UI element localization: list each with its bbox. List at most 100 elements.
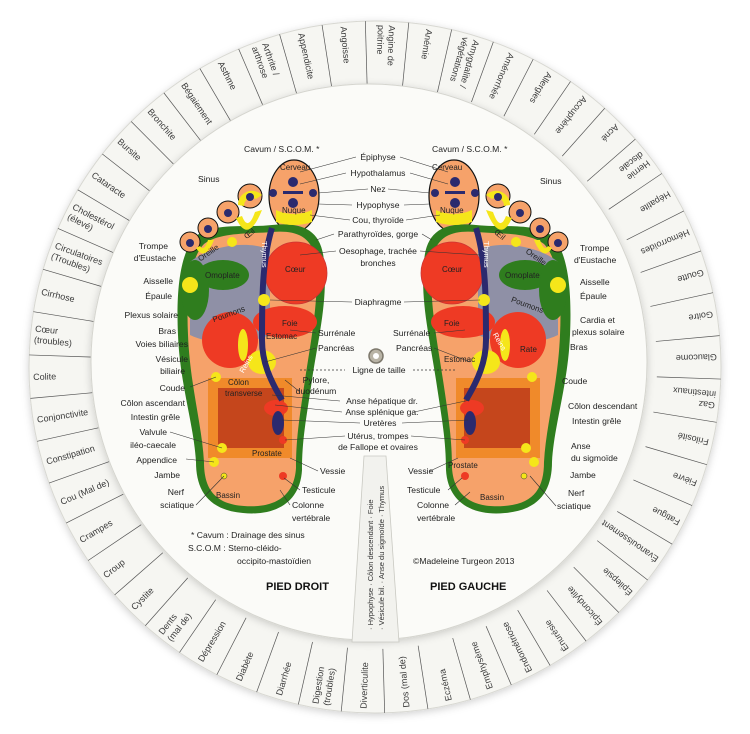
ring-divider [382,648,386,713]
ring-divider [640,250,702,273]
label-plexus: Plexus solaire [125,310,179,320]
zone-foie: Foie [444,319,460,328]
ring-divider [617,511,673,545]
label-vessie: Vessie [320,466,346,476]
ring-condition-label: Colite [33,371,56,382]
ring-divider [633,479,693,506]
zone-bassin: Bassin [480,493,504,502]
ring-divider [145,577,189,626]
ring-segment[interactable]: Goitre [688,309,714,323]
label-colon-ascendant: Côlon ascendant [121,398,186,408]
ring-segment[interactable]: Diverticulite [359,662,371,709]
ring-divider [503,59,534,117]
ring-divider [48,461,110,484]
label-plexus: plexus solaire [572,327,625,337]
label-cavum: Cavum / S.C.O.M. * [432,144,508,154]
ring-condition-label: Angoisse [339,26,352,64]
label-surrenale: Surrénale [318,328,355,338]
zone-colon: Côlon [228,378,249,387]
ring-divider [130,121,177,168]
ring-condition-label: Diverticulite [359,662,371,709]
zone-thymus: Thymus [260,241,269,268]
label-hypophyse: Hypophyse [357,200,400,210]
label-bras: Bras [158,326,176,336]
label-testicule: Testicule [407,485,441,495]
ring-divider [626,210,684,241]
zone-nuque: Nuque [282,206,306,215]
ring-divider [298,641,313,705]
label-ligne-de-taille: Ligne de taille [352,365,405,375]
ring-segment[interactable]: Glaucome [676,352,717,363]
ring-segment[interactable]: Dos (mal de) [397,656,412,708]
ring-segment[interactable]: Cœur(troubles) [34,324,74,349]
zone-nuque: Nuque [440,206,464,215]
label-voies-biliaires: Voies biliaires [135,339,188,349]
ring-condition-label: (troubles) [34,335,73,349]
label-vertebrale: vertébrale [417,513,455,523]
ring-divider [650,292,714,307]
ring-condition-label: intestinaux [672,385,716,399]
ring-divider [471,41,494,103]
zone-foie: Foie [282,319,298,328]
zone-omoplate: Omoplate [505,271,540,280]
ring-segment[interactable]: Angoisse [339,26,352,64]
label-vessie: Vessie [408,466,434,476]
ring-divider [645,446,708,466]
left-foot-title: PIED GAUCHE [430,581,506,593]
ring-divider [114,552,164,596]
label-ileo: iléo-caecale [130,440,176,450]
ring-condition-label: Gaz [697,399,715,411]
ring-segment[interactable]: Anémie [419,29,434,61]
label-hypothalamus: Hypothalamus [351,168,406,178]
ring-condition-label: Glaucome [676,352,717,363]
right-foot-labels: Cavum / S.C.O.M. * Sinus Trompe d'Eustac… [121,144,356,523]
label-coude: Coude [160,383,186,393]
ring-divider [102,153,153,194]
label-colon-descendant: Côlon descendant [568,401,638,411]
label-epiphyse: Épiphyse [360,152,396,162]
ring-divider [573,566,620,613]
ring-divider [256,631,279,693]
label-colonne: Colonne [417,500,449,510]
label-nez: Nez [370,184,385,194]
left-foot-labels: Cavum / S.C.O.M. * Sinus Trompe d'Eustac… [393,144,638,523]
rivet-hole [373,353,379,359]
label-vertebrale: vertébrale [292,513,330,523]
footnote-scom: S.C.O.M : Sterno-cléido- [188,543,282,553]
reading-slot [351,455,400,643]
ring-divider [656,376,721,380]
label-duodenum: duodénum [296,386,337,396]
label-fallope: de Fallope et ovaires [338,442,418,452]
label-surrenale: Surrénale [393,328,430,338]
footnote-cavum: * Cavum : Drainage des sinus [191,530,305,540]
label-pancreas: Pancréas [318,343,354,353]
leader-lines [169,156,557,507]
label-testicule: Testicule [302,485,336,495]
label-oesophage: Oesophage, trachée [339,246,417,256]
ring-divider [340,647,348,712]
label-cou-thyroide: Cou, thyroïde [352,215,404,225]
ring-divider [608,173,663,210]
ring-divider [30,392,95,399]
ring-divider [33,311,97,323]
ring-condition-label: Goitre [688,309,714,323]
label-sinus: Sinus [198,174,220,184]
ring-divider [653,411,717,423]
zone-cerveau: Cerveau [280,163,310,172]
label-diaphragme: Diaphragme [355,297,402,307]
label-epaule: Épaule [145,291,172,301]
ring-divider [321,25,333,89]
ring-condition-label: poitrine [375,25,386,55]
label-sciatique: sciatique [160,500,194,510]
ring-divider [417,645,429,709]
label-cardia: Cardia et [580,315,615,325]
ring-divider [655,335,720,342]
label-ureteres: Uretères [364,418,397,428]
ring-divider [216,617,247,675]
label-aisselle: Aisselle [143,276,173,286]
ring-divider [561,108,605,157]
ring-segment[interactable]: Colite [33,371,56,382]
